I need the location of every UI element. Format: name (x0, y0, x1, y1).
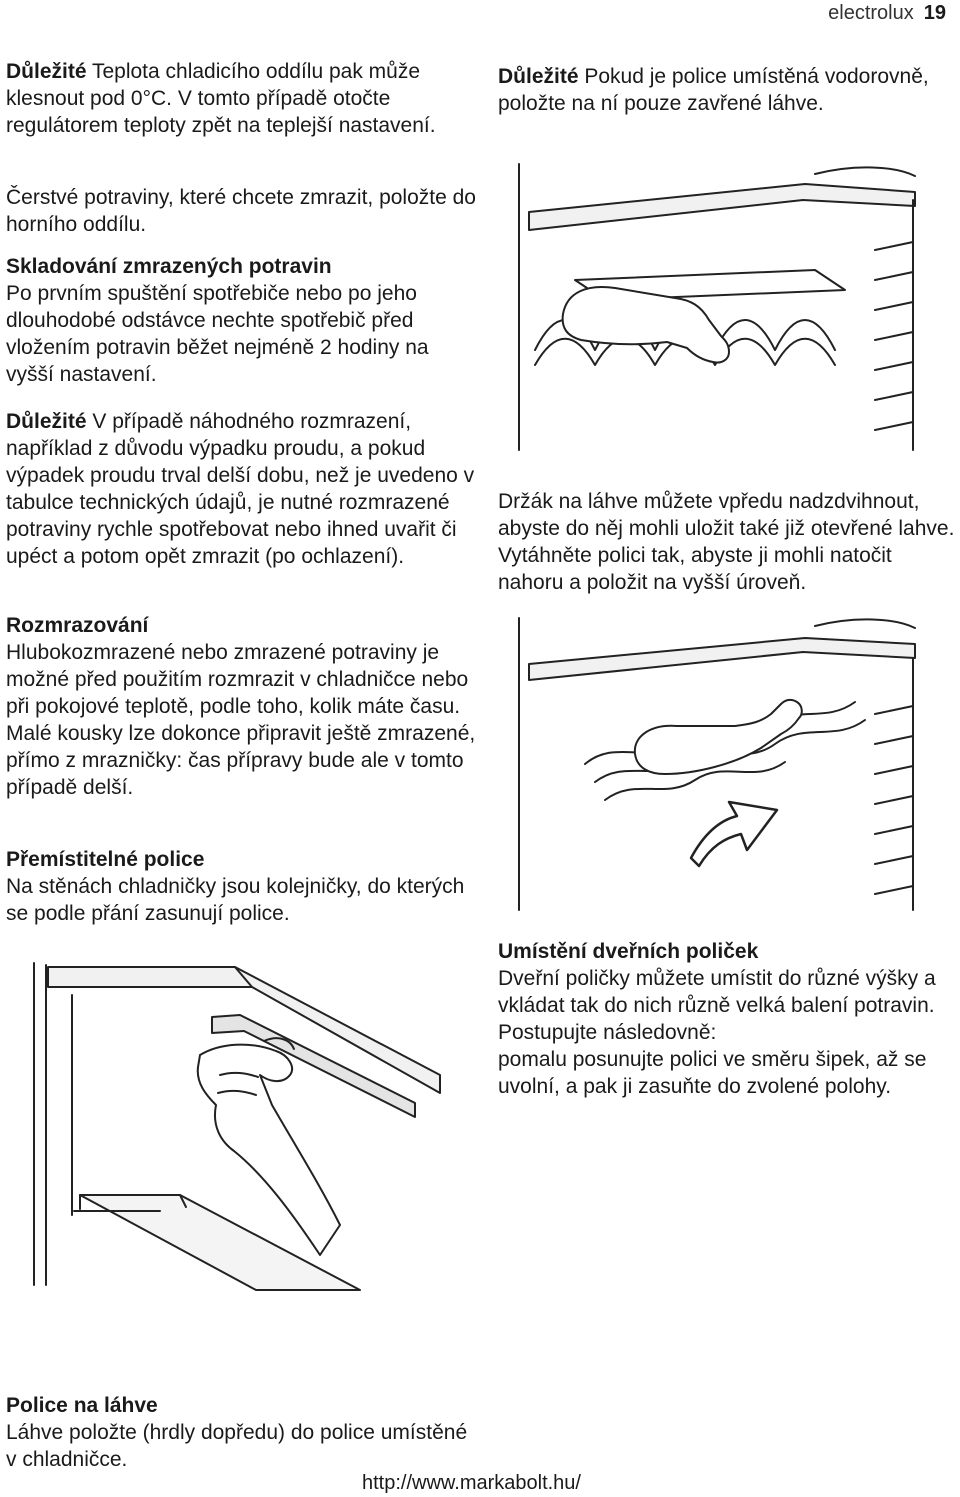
brand-name: electrolux (828, 2, 914, 24)
storage-text: Po prvním spuštění spotřebiče nebo po je… (6, 282, 429, 386)
door-shelves-heading: Umístění dveřních poliček (498, 940, 759, 963)
bottle-holder-paragraph: Držák na láhve můžete vpředu nadzdvihnou… (498, 488, 958, 596)
page-header: electrolux 19 (828, 2, 946, 25)
storage-heading: Skladování zmrazených potravin (6, 255, 332, 278)
important-text: Teplota chladicího oddílu pak může klesn… (6, 60, 436, 137)
important-text: V případě náhodného rozmrazení, napříkla… (6, 410, 475, 568)
movable-shelves-heading: Přemístitelné police (6, 848, 205, 871)
bottle-rack-horizontal-illustration (515, 160, 925, 460)
door-shelves-steps-intro: Postupujte následovně: (498, 1021, 717, 1044)
thawing-text: Hlubokozmrazené nebo zmrazené potraviny … (6, 641, 469, 718)
bottle-shelf-section: Police na láhve Láhve položte (hrdly dop… (6, 1392, 476, 1473)
thawing-section: Rozmrazování Hlubokozmrazené nebo zmraze… (6, 612, 476, 801)
page-number: 19 (923, 2, 946, 24)
important-label: Důležité (6, 410, 87, 433)
door-shelves-section: Umístění dveřních poliček Dveřní poličky… (498, 938, 958, 1100)
bottle-shelf-text: Láhve položte (hrdly dopředu) do police … (6, 1421, 468, 1471)
movable-shelves-section: Přemístitelné police Na stěnách chladnič… (6, 846, 476, 927)
door-shelves-steps: pomalu posunujte polici ve směru šipek, … (498, 1048, 927, 1098)
important-note-bottles: Důležité Pokud je police umístěná vodoro… (498, 63, 958, 117)
bottle-holder-text: Držák na láhve můžete vpředu nadzdvihnou… (498, 490, 955, 594)
storage-section: Skladování zmrazených potravin Po prvním… (6, 253, 476, 388)
thawing-heading: Rozmrazování (6, 614, 149, 637)
fresh-food-paragraph: Čerstvé potraviny, které chcete zmrazit,… (6, 184, 476, 238)
thawing-text-2: Malé kousky lze dokonce připravit ještě … (6, 722, 476, 799)
important-note-thawing: Důležité V případě náhodného rozmrazení,… (6, 408, 476, 570)
movable-shelves-text: Na stěnách chladničky jsou kolejničky, d… (6, 875, 465, 925)
bottle-shelf-heading: Police na láhve (6, 1394, 158, 1417)
bottle-rack-tilted-illustration (515, 614, 925, 914)
footer-url[interactable]: http://www.markabolt.hu/ (362, 1472, 581, 1494)
fresh-food-text: Čerstvé potraviny, které chcete zmrazit,… (6, 186, 476, 236)
shelf-hand-illustration (20, 955, 460, 1295)
important-label: Důležité (6, 60, 87, 83)
important-label: Důležité (498, 65, 579, 88)
important-text: Pokud je police umístěná vodorovně, polo… (498, 65, 929, 115)
door-shelves-text: Dveřní poličky můžete umístit do různé v… (498, 967, 936, 1017)
important-note-temperature: Důležité Teplota chladicího oddílu pak m… (6, 58, 476, 139)
